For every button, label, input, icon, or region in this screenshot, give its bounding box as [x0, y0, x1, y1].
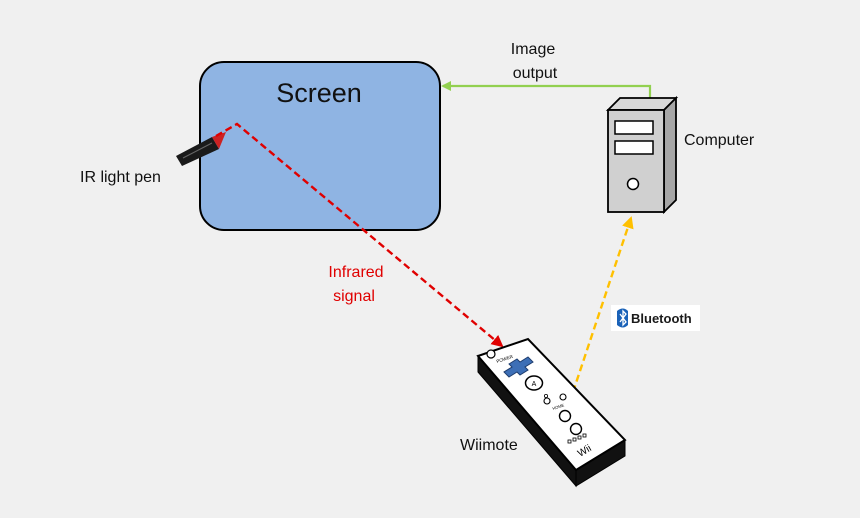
- infrared-signal-arrow: [215, 122, 504, 348]
- bluetooth-icon: [617, 308, 628, 328]
- image-output-label-line1: Image: [511, 41, 556, 58]
- screen-label: Screen: [276, 78, 362, 108]
- a-button-label: A: [532, 381, 537, 388]
- wiimote-label: Wiimote: [460, 437, 518, 454]
- infrared-signal-label-line2: signal: [333, 288, 375, 305]
- image-output-arrow: [441, 81, 652, 98]
- computer-tower-icon: [605, 95, 679, 215]
- bluetooth-label: Bluetooth: [631, 311, 692, 326]
- home-button-label: HOME: [552, 402, 565, 411]
- bluetooth-badge: Bluetooth: [611, 305, 700, 331]
- image-output-label-line2: output: [513, 65, 558, 82]
- power-button-label: POWER: [496, 354, 514, 364]
- ir-light-pen-icon: [176, 132, 226, 166]
- infrared-signal-label-line1: Infrared: [328, 264, 383, 281]
- computer-label: Computer: [684, 132, 755, 149]
- bluetooth-arrow: [571, 216, 634, 393]
- dpad-icon: [503, 356, 534, 378]
- wiimote-icon: POWER A HOME Wii: [476, 337, 627, 488]
- ir-light-pen-label: IR light pen: [80, 169, 161, 186]
